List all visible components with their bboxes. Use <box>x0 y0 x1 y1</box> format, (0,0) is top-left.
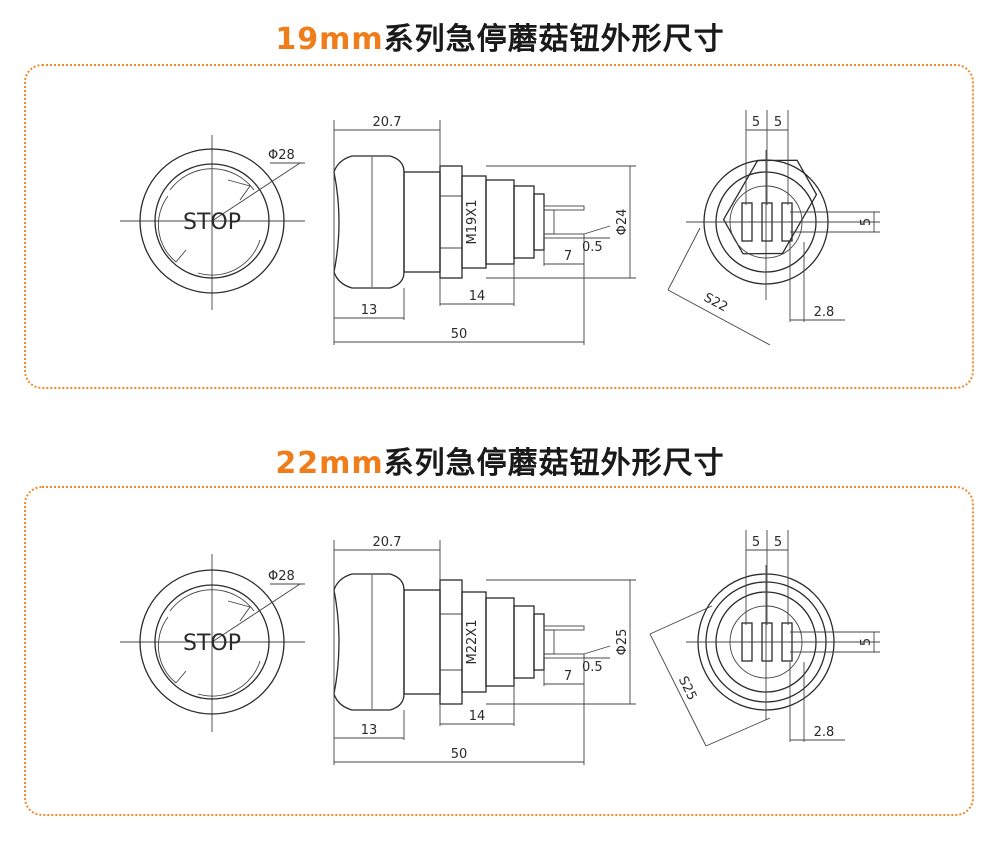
technical-drawing: STOP Φ28 M19X1 <box>120 110 880 346</box>
wrench-size-label: S25 <box>675 674 699 703</box>
pitch-2-label: 5 <box>774 535 782 550</box>
section-22mm: 22mm系列急停蘑菇钮外形尺寸 STOP Φ28 <box>0 420 1000 843</box>
pin-length-label: 7 <box>564 669 572 684</box>
side-view: M22X1 20.7 13 14 50 7 0.5 Φ25 <box>333 535 636 765</box>
head-width-label: 20.7 <box>373 535 402 550</box>
pitch-2-label: 5 <box>774 115 782 130</box>
stop-label: STOP <box>183 210 241 235</box>
front-diameter-label: Φ28 <box>268 569 295 584</box>
body-diameter-label: Φ25 <box>615 629 630 656</box>
pin-thickness-label: 0.5 <box>582 240 603 255</box>
pin-length-label: 7 <box>564 249 572 264</box>
section-19mm: 19mm系列急停蘑菇钮外形尺寸 STOP Φ28 <box>0 0 1000 420</box>
body-length-label: 14 <box>469 289 486 304</box>
front-view: STOP Φ28 <box>120 554 305 732</box>
front-diameter-label: Φ28 <box>268 148 295 163</box>
body-length-label: 14 <box>469 709 486 724</box>
title-size: 19mm <box>275 22 384 57</box>
pin-offset-label: 2.8 <box>814 725 835 740</box>
stop-label: STOP <box>183 631 241 656</box>
title-size: 22mm <box>275 446 384 481</box>
head-length-label: 13 <box>361 303 378 318</box>
side-view: M19X1 20.7 13 14 50 7 0.5 <box>333 115 636 345</box>
front-view: STOP Φ28 <box>120 135 305 310</box>
wrench-size-label: S22 <box>701 290 730 315</box>
section-title: 22mm系列急停蘑菇钮外形尺寸 <box>0 438 1000 482</box>
pitch-1-label: 5 <box>752 115 760 130</box>
row-spacing-label: 5 <box>859 218 874 226</box>
pin-thickness-label: 0.5 <box>582 660 603 675</box>
body-diameter-label: Φ24 <box>615 209 630 236</box>
pin-offset-label: 2.8 <box>814 305 835 320</box>
total-length-label: 50 <box>451 747 468 762</box>
head-length-label: 13 <box>361 723 378 738</box>
drawing-frame <box>24 64 974 389</box>
thread-label: M22X1 <box>465 620 480 665</box>
section-title: 19mm系列急停蘑菇钮外形尺寸 <box>0 14 1000 58</box>
thread-label: M19X1 <box>465 200 480 245</box>
technical-drawing: STOP Φ28 M22X1 20.7 <box>120 530 880 765</box>
row-spacing-label: 5 <box>859 638 874 646</box>
back-view: 5 5 5 S25 2.8 <box>649 530 880 747</box>
drawing-frame <box>24 486 974 816</box>
pitch-1-label: 5 <box>752 535 760 550</box>
back-view: 5 5 5 S22 2.8 <box>667 110 880 346</box>
title-text: 系列急停蘑菇钮外形尺寸 <box>383 22 725 57</box>
total-length-label: 50 <box>451 327 468 342</box>
head-width-label: 20.7 <box>373 115 402 130</box>
title-text: 系列急停蘑菇钮外形尺寸 <box>383 446 725 481</box>
